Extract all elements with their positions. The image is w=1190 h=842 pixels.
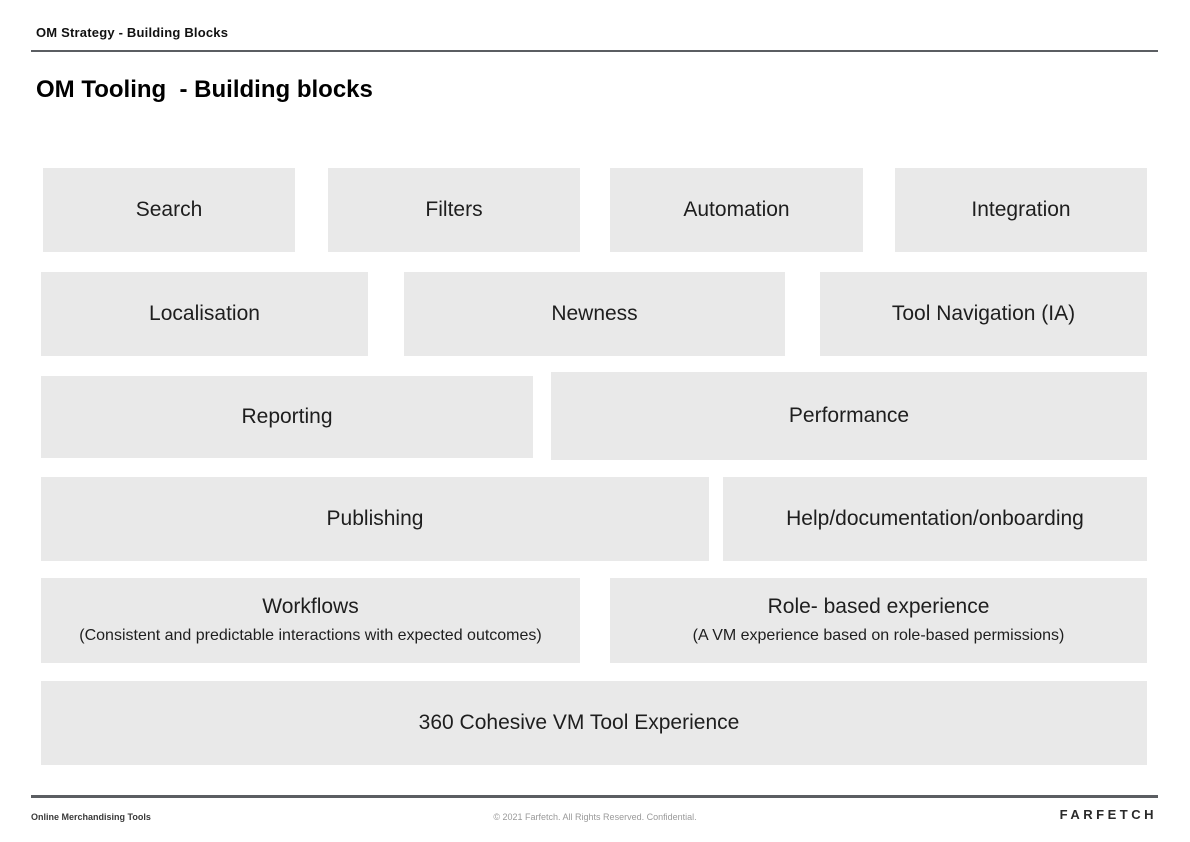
block-sublabel: (A VM experience based on role-based per… bbox=[692, 626, 1065, 644]
block-label: Automation bbox=[683, 197, 790, 221]
header-divider bbox=[31, 50, 1158, 52]
block-label: Filters bbox=[425, 197, 483, 221]
block-label: Reporting bbox=[241, 404, 333, 428]
block-label: Publishing bbox=[326, 506, 424, 530]
block-role-based-experience: Role- based experience (A VM experience … bbox=[610, 578, 1147, 663]
block-label: 360 Cohesive VM Tool Experience bbox=[418, 710, 740, 734]
block-reporting: Reporting bbox=[41, 376, 533, 458]
block-label: Role- based experience bbox=[767, 595, 990, 619]
footer-copyright: © 2021 Farfetch. All Rights Reserved. Co… bbox=[493, 812, 697, 822]
block-tool-navigation: Tool Navigation (IA) bbox=[820, 272, 1147, 356]
block-label: Performance bbox=[788, 403, 910, 427]
footer-divider bbox=[31, 795, 1158, 798]
block-workflows: Workflows (Consistent and predictable in… bbox=[41, 578, 580, 663]
block-label: Integration bbox=[971, 197, 1071, 221]
block-integration: Integration bbox=[895, 168, 1147, 252]
slide-header-label: OM Strategy - Building Blocks bbox=[36, 25, 229, 40]
footer-project-label: Online Merchandising Tools bbox=[31, 812, 151, 822]
farfetch-logo: FARFETCH bbox=[1059, 807, 1157, 822]
block-search: Search bbox=[43, 168, 295, 252]
block-label: Help/documentation/onboarding bbox=[786, 506, 1084, 530]
block-help-documentation-onboarding: Help/documentation/onboarding bbox=[723, 477, 1147, 561]
block-label: Tool Navigation (IA) bbox=[891, 301, 1076, 325]
block-publishing: Publishing bbox=[41, 477, 709, 561]
page-title: OM Tooling - Building blocks bbox=[36, 76, 373, 103]
block-label: Newness bbox=[551, 301, 638, 325]
block-label: Search bbox=[135, 197, 203, 221]
block-360-cohesive-vm-tool-experience: 360 Cohesive VM Tool Experience bbox=[41, 681, 1147, 765]
block-sublabel: (Consistent and predictable interactions… bbox=[79, 626, 542, 644]
block-label: Workflows bbox=[262, 595, 359, 619]
block-localisation: Localisation bbox=[41, 272, 368, 356]
block-automation: Automation bbox=[610, 168, 863, 252]
block-newness: Newness bbox=[404, 272, 785, 356]
block-filters: Filters bbox=[328, 168, 580, 252]
block-label: Localisation bbox=[149, 301, 260, 325]
block-performance: Performance bbox=[551, 372, 1147, 460]
